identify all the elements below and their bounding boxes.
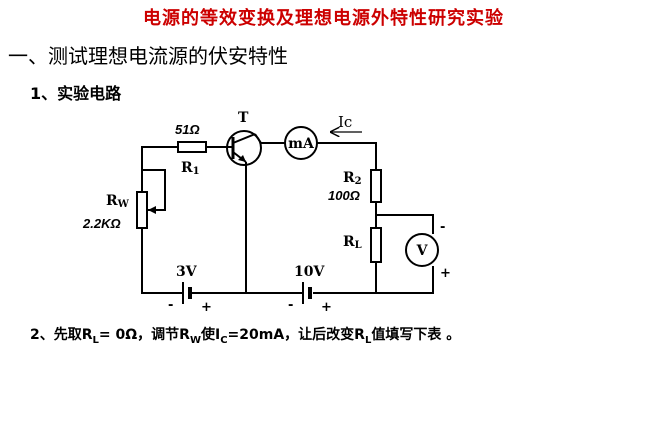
r1-resistor [177, 141, 207, 153]
r1-label: R1 [181, 160, 200, 177]
wire-ammeter-right [317, 142, 377, 170]
wire-voltmeter-top [376, 214, 434, 234]
transistor-t [226, 130, 262, 170]
battery-10v [302, 282, 312, 304]
voltmeter-label: V [416, 243, 429, 259]
ammeter: mA [284, 126, 318, 160]
transistor-label: T [238, 110, 249, 126]
instruction-note: 2、先取RL= 0Ω，调节RW使IC=20mA，让后改变RL值填写下表 。 [30, 327, 461, 346]
battery-3v [182, 282, 192, 304]
wire-battery2-right [313, 266, 434, 294]
rl-label: RL [343, 234, 362, 251]
r1-value: 51Ω [175, 122, 200, 137]
voltmeter: V [405, 233, 439, 267]
subsection-heading: 1、实验电路 [30, 84, 122, 103]
rw-label: RW [106, 193, 130, 210]
current-label: Ic [338, 113, 352, 131]
section-heading: 一、测试理想电流源的伏安特性 [8, 44, 288, 68]
rw-resistor [136, 191, 148, 229]
page-title: 电源的等效变换及理想电源外特性研究实验 [143, 8, 504, 29]
voltmeter-minus: - [440, 220, 445, 235]
rl-resistor [370, 227, 382, 263]
battery-3v-plus: + [201, 300, 212, 315]
ammeter-label: mA [288, 136, 315, 152]
battery-3v-minus: - [168, 298, 173, 313]
battery-10v-minus: - [288, 298, 293, 313]
rw-value: 2.2KΩ [82, 216, 121, 231]
r2-label: R2 [343, 170, 362, 187]
battery-10v-label: 10V [294, 264, 325, 280]
wire-rw-bottom [141, 228, 183, 294]
r2-value: 100Ω [328, 188, 360, 203]
battery-3v-label: 3V [176, 264, 198, 280]
wire-left-top [141, 146, 178, 192]
voltmeter-plus: + [440, 266, 451, 281]
r2-resistor [370, 169, 382, 203]
rw-wiper-arrow [148, 206, 156, 214]
wire-rw-wiper [142, 169, 166, 211]
battery-10v-plus: + [321, 300, 332, 315]
